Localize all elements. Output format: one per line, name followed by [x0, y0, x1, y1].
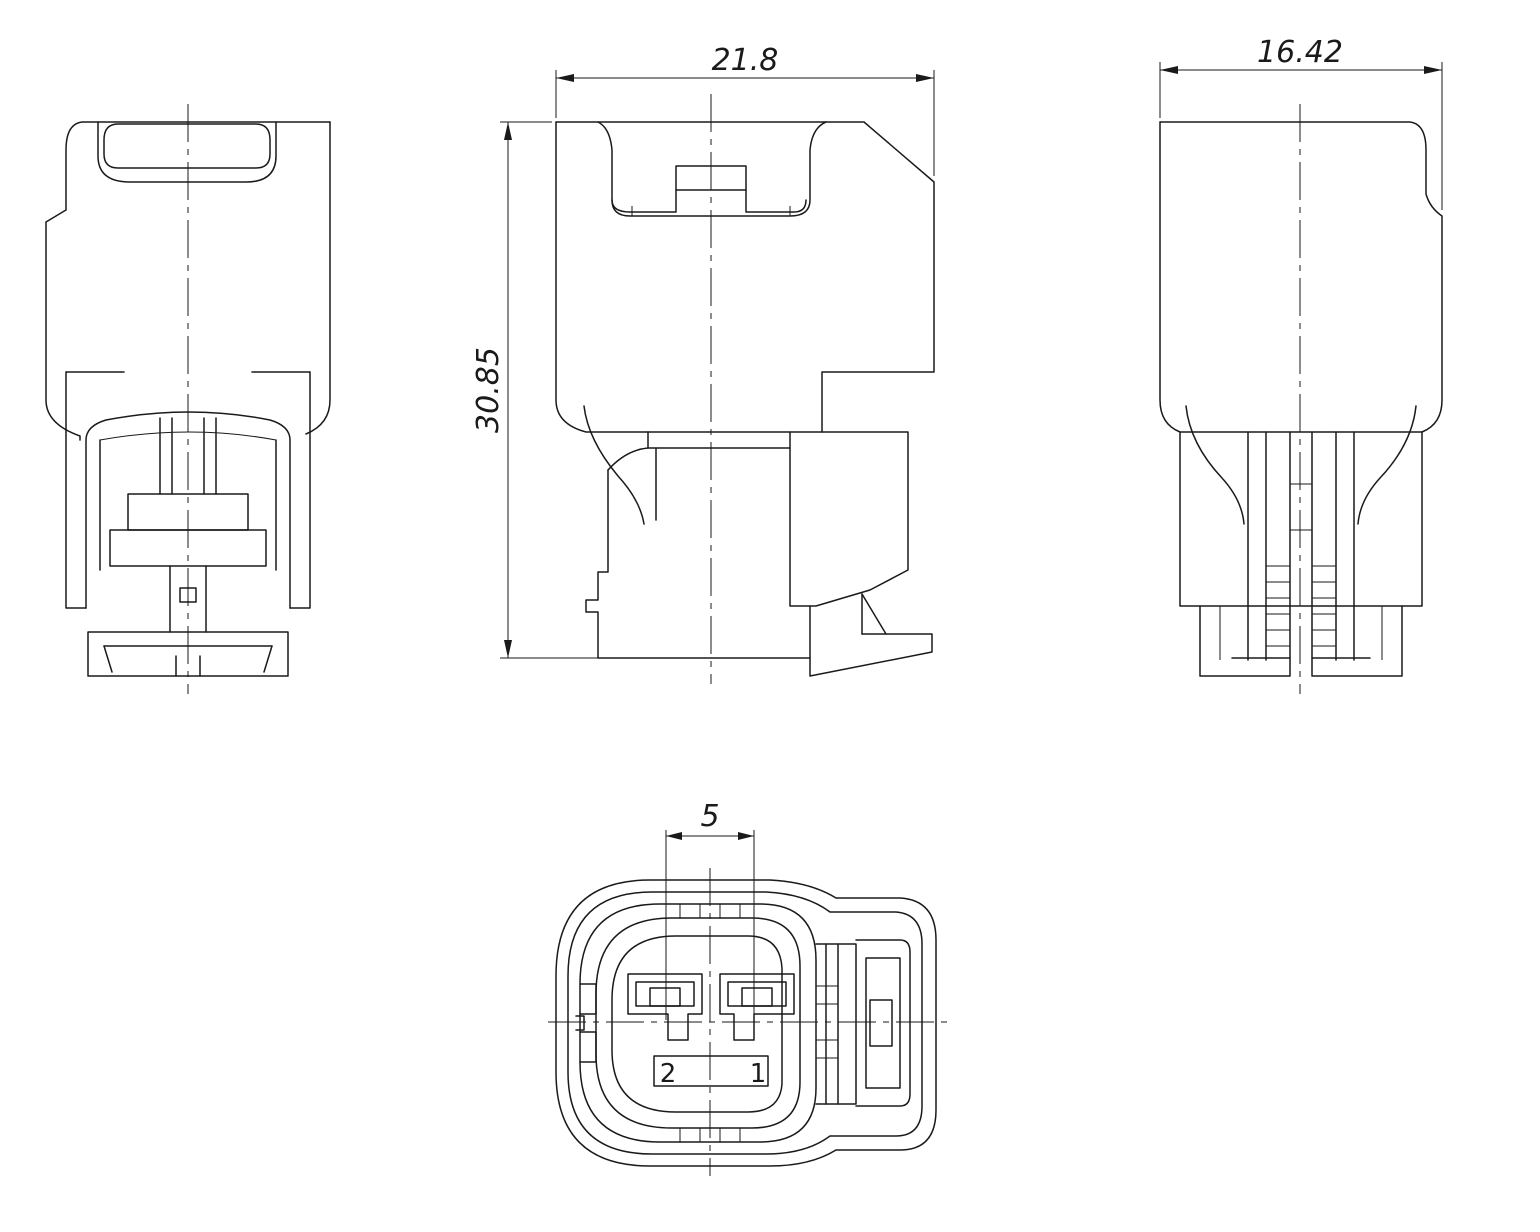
depth-dimension: 16.42	[1257, 35, 1343, 70]
front-view: 21.8 30.85	[471, 43, 935, 684]
pin-1-label: 1	[750, 1059, 767, 1089]
pitch-dimension: 5	[700, 799, 719, 834]
mating-face-view: 2 1 5	[548, 799, 950, 1176]
width-dimension: 21.8	[712, 43, 779, 78]
left-side-view	[45, 104, 331, 694]
right-side-view: 16.42	[1159, 35, 1443, 694]
height-dimension: 30.85	[471, 347, 506, 433]
pin-2-label: 2	[660, 1059, 677, 1089]
